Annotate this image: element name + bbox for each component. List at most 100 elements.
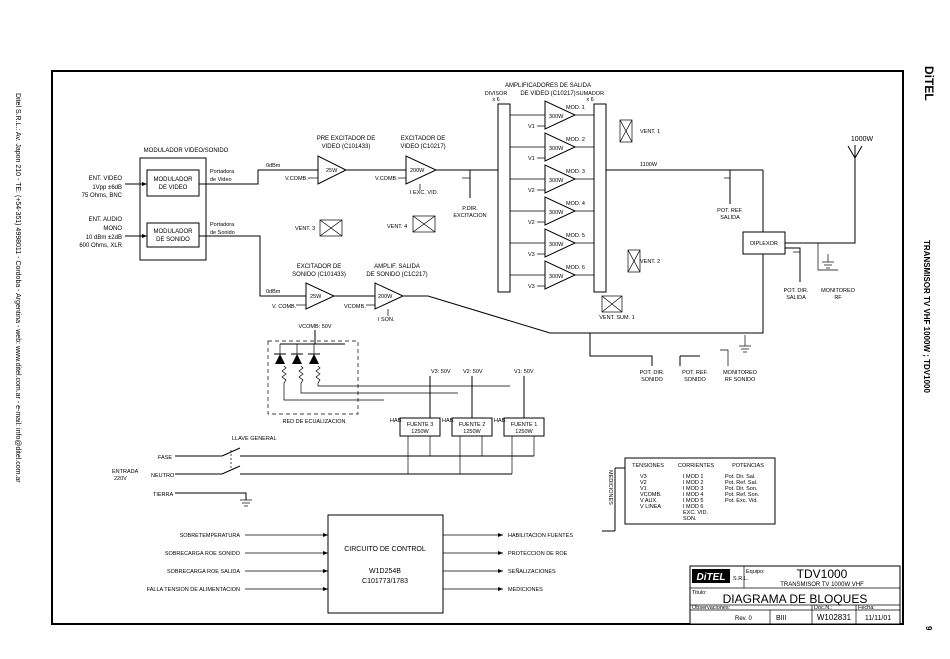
- module-power: 300W: [549, 114, 564, 120]
- doc-label: Doc.N.:: [814, 605, 833, 611]
- module-label: MOD. 2: [566, 137, 585, 143]
- module-label: MOD. 1: [566, 105, 585, 111]
- pot-ref-salida-1: POT. REF.: [717, 208, 743, 214]
- eq-network-box: [267, 340, 359, 415]
- tri-200w-b: 200W: [378, 294, 393, 300]
- carrier-sound-1: Portadora: [210, 222, 235, 228]
- control-input: SOBRECARGA ROE SALIDA: [167, 569, 240, 575]
- ground-icon: [240, 499, 252, 507]
- meters-header-potencias: POTENCIAS: [732, 463, 764, 469]
- pot-dir-sonido-2: SONIDO: [641, 377, 663, 383]
- pot-ref-sonido-2: SONIDO: [684, 377, 706, 383]
- vcomb-a: V.COMB.: [285, 176, 308, 182]
- fan-icon: [601, 295, 623, 313]
- module-power: 300W: [549, 178, 564, 184]
- pre-exc-video-2: VIDEO (C101433): [322, 144, 371, 150]
- equipo-desc: TRANSMISOR TV 1000W VHF: [780, 582, 864, 588]
- mod-video-block: [146, 169, 200, 197]
- exc-video-2: VIDEO (C10217): [400, 144, 445, 150]
- in-audio-2: MONO: [103, 226, 122, 232]
- exc-video-1: EXCITADOR DE: [401, 136, 446, 142]
- amp-sound-output: [374, 282, 405, 310]
- amp-sound-2: DE SONIDO (C1C217): [366, 272, 427, 278]
- divider-2: x 6: [492, 97, 499, 103]
- side-logo: DiTEL: [922, 66, 936, 101]
- meter-current: I MOD 4: [683, 492, 703, 498]
- meter-power: Pot. Exc. Vid.: [725, 498, 758, 504]
- module-amp: [544, 228, 577, 258]
- divider-block: [497, 103, 511, 293]
- exciter-video-amp: [405, 155, 438, 185]
- in-audio-3: 10 dBm ±2dB: [86, 235, 122, 241]
- title-logo: DiTEL: [697, 572, 726, 583]
- pot-ref-sonido-1: POT. REF.: [682, 370, 708, 376]
- equipo-value: TDV1000: [797, 567, 848, 581]
- tri-200w-a: 200W: [410, 168, 425, 174]
- monitor-rf-1: MONITOREO: [821, 288, 856, 294]
- vent2-label: VENT. 2: [640, 259, 660, 265]
- vent4-label: VENT. 4: [387, 224, 407, 230]
- module-power: 300W: [549, 210, 564, 216]
- pot-dir-salida-2: SALIDA: [786, 295, 806, 301]
- fan-icon: [627, 249, 641, 273]
- meter-voltage: V2: [640, 480, 647, 486]
- meter-voltage: VCOMB.: [640, 492, 662, 498]
- vent3-label: VENT. 3: [295, 226, 315, 232]
- module-amp: [544, 132, 577, 162]
- dbm-sound: 0dBm: [266, 289, 281, 295]
- tierra-label: TIERRA: [153, 492, 174, 498]
- supply-3-power: 1250W: [411, 429, 429, 435]
- switch-label: LLAVE GENERAL: [232, 436, 277, 442]
- amp-out-2: DE VIDEO (C10217): [520, 91, 575, 97]
- vent1-label: VENT. 1: [640, 129, 660, 135]
- doc-value: W102831: [817, 613, 852, 622]
- monitor-rf-sonido-1: MONITOREO: [723, 370, 758, 376]
- diplexer-label: DIPLEXOR: [750, 241, 778, 247]
- module-rail: V3: [528, 284, 535, 290]
- hab-2: HAB.: [442, 418, 455, 424]
- carrier-sound-2: de Sonido: [210, 230, 235, 236]
- meters-legend: MEDICIONES TENSIONES CORRIENTES POTENCIA…: [602, 457, 776, 532]
- supply-1-name: FUENTE 1: [511, 422, 538, 428]
- exc-sound-1: EXCITADOR DE: [297, 264, 342, 270]
- meter-current: I MOD 5: [683, 498, 703, 504]
- hab-3: HAB.: [494, 418, 507, 424]
- ground-icon: [822, 254, 834, 269]
- meter-current: I MOD 1: [683, 474, 703, 480]
- control-input: SOBRECARGA ROE SONIDO: [165, 551, 241, 557]
- diode-array: [274, 344, 321, 384]
- module-power: 300W: [549, 274, 564, 280]
- control-output: PROTECCION DE ROE: [508, 551, 568, 557]
- vent-sum-label: VENT. SUM. 1: [599, 315, 634, 321]
- meter-voltage: V LINEA: [640, 504, 661, 510]
- in-audio-1: ENT. AUDIO: [89, 217, 123, 223]
- son-current: I SON.: [378, 317, 395, 323]
- v2-rail: V2: 50V: [463, 369, 483, 375]
- pdir-exc-2: EXCITACION: [453, 213, 486, 219]
- meter-power: Pot. Ref. Son.: [725, 492, 760, 498]
- summer-block: [593, 103, 607, 293]
- in-video-2: 1Vpp ±6dB: [92, 185, 122, 191]
- summer-2: x 6: [586, 97, 593, 103]
- titulo-label: Titulo:: [692, 590, 707, 596]
- power-1100: 1100W: [640, 162, 658, 168]
- mod-sound-line2: DE SONIDO: [156, 237, 190, 243]
- antenna-icon: [847, 145, 863, 159]
- mains-in-1: ENTRADA: [112, 469, 139, 475]
- vcomb50-label: VCOMB: 50V: [298, 324, 331, 330]
- module-rail: V1: [528, 124, 535, 130]
- control-input: FALLA TENSION DE ALIMENTACION: [147, 587, 240, 593]
- obs-label: Observaciones:: [692, 605, 731, 611]
- meter-current: I MOD 2: [683, 480, 703, 486]
- supply-fuente-1: FUENTE 1 1250W: [503, 417, 545, 437]
- module-power: 300W: [549, 146, 564, 152]
- control-code-1: W1D254B: [369, 568, 401, 575]
- module-amp: [544, 100, 577, 130]
- control-code-2: C101773/1783: [362, 578, 408, 585]
- module-amp: [544, 196, 577, 226]
